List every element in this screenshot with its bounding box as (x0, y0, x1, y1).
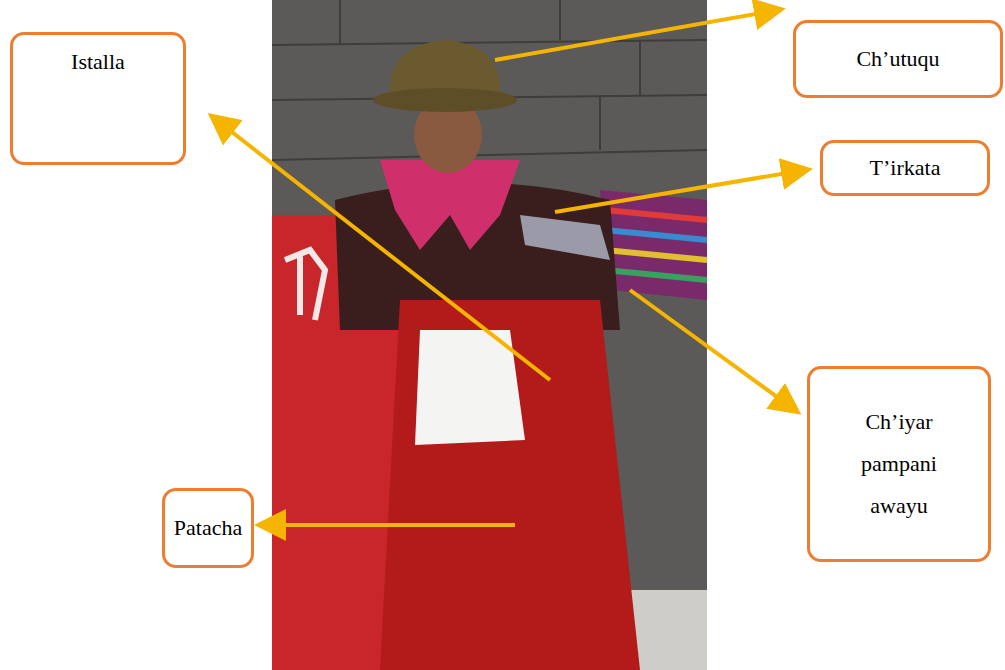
leader-lines (214, 10, 805, 525)
label-text-group: Ch’iyar pampani awayu (850, 401, 948, 527)
label-box: Ch’iyar pampani awayu (807, 366, 991, 562)
label-box: Patacha (162, 488, 254, 568)
label-text-group: T’irkata (870, 147, 941, 189)
label-box: Istalla (10, 32, 186, 165)
leader-line (630, 290, 795, 410)
part-name: T’irkata (870, 147, 941, 189)
wall-joints (272, 0, 707, 160)
leader-line (555, 170, 805, 212)
label-box: Ch’utuqu (793, 20, 1003, 98)
leader-line (262, 523, 515, 527)
label-box: T’irkata (820, 140, 990, 196)
leader-line (214, 118, 550, 380)
part-name: Istalla (71, 41, 125, 83)
part-name: Ch’iyar pampani awayu (850, 401, 948, 527)
label-text-group: Ch’utuqu (856, 38, 939, 80)
tirkata-pin (520, 215, 610, 260)
crate-paint (285, 250, 325, 320)
red-skirt (380, 300, 640, 670)
label-text-group: Patacha (174, 507, 242, 549)
pink-scarf (380, 160, 520, 250)
label-text-group: Istalla (71, 41, 125, 83)
part-name: Ch’utuqu (856, 38, 939, 80)
leader-line (495, 10, 778, 60)
part-name: Patacha (174, 507, 242, 549)
hat-brim (373, 88, 517, 112)
bundle-stripes (605, 210, 707, 280)
